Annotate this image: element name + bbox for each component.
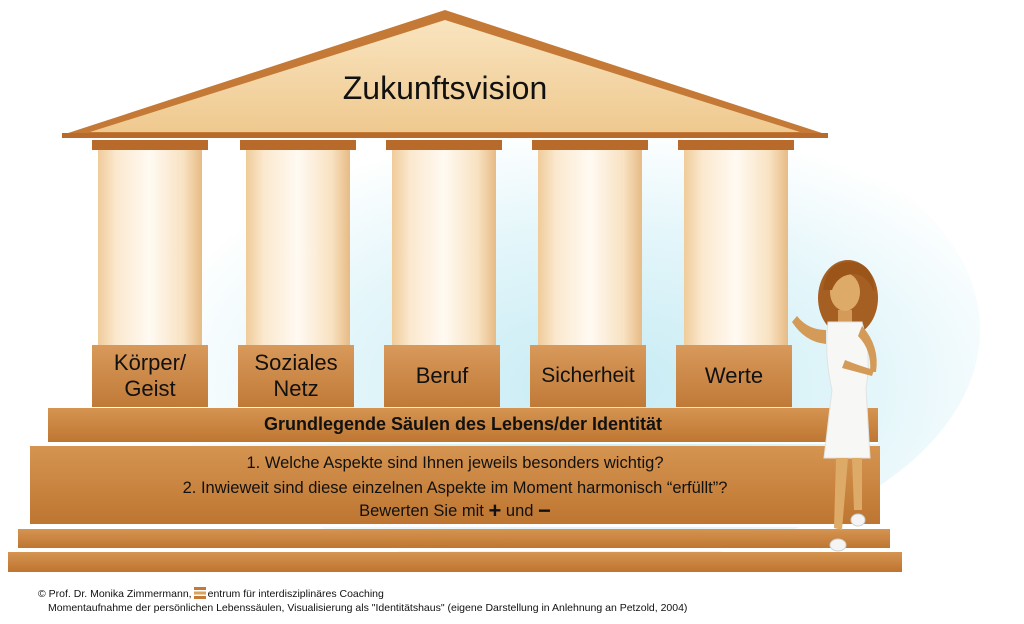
rating-prefix: Bewerten Sie mit [359,502,484,520]
column-werte [684,150,788,345]
roof-title: Zukunftsvision [342,70,548,106]
pillar-label-line: Geist [124,376,176,401]
pillar-label-line: Soziales [254,350,338,375]
column-sicherheit [538,150,642,345]
pillar-label-beruf: Beruf [384,345,500,407]
roof [62,10,828,138]
pillar-label-sicherheit: Sicherheit [530,345,646,407]
question-1: 1. Welche Aspekte sind Ihnen jeweils bes… [246,454,664,472]
capitals [92,140,794,150]
pillar-label-line: Sicherheit [541,364,635,387]
column-soziales [246,150,350,345]
column-bases [92,345,792,407]
question-2: 2. Inwieweit sind diese einzelnen Aspekt… [182,479,728,497]
copyright-text: © Prof. Dr. Monika Zimmermann, [38,588,192,600]
rating-and: und [505,502,534,520]
pillar-label-line: Beruf [415,363,469,388]
pillar-label-koerper-geist: Körper/Geist [92,345,208,407]
figure-caption: Momentaufnahme der persönlichen Lebenssä… [48,602,688,614]
copyright-line: © Prof. Dr. Monika Zimmermann, entrum für… [38,586,384,600]
woman-illustration [792,260,878,552]
foundation-steps [8,408,902,572]
center-name-text: entrum für interdisziplinäres Coaching [207,588,384,600]
rating-instruction: Bewerten Sie mit + und − [30,498,880,524]
pillar-label-line: Netz [273,376,319,401]
plus-sign: + [488,498,502,523]
zentrum-logo-icon [193,587,206,599]
foundation-title: Grundlegende Säulen des Lebens/der Ident… [263,414,663,434]
columns [98,150,788,345]
minus-sign: − [538,498,551,523]
column-beruf [392,150,496,345]
column-koerper [98,150,202,345]
pillar-label-line: Körper/ [113,350,187,375]
pillar-label-werte: Werte [676,345,792,407]
pillar-label-line: Werte [704,363,764,388]
